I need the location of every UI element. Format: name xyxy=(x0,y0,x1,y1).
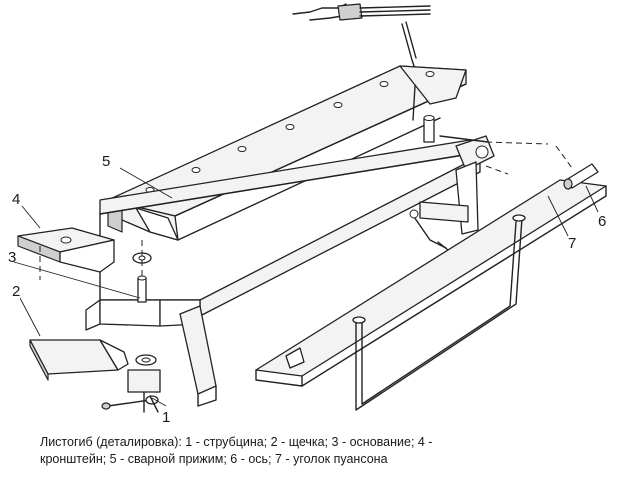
part-4-bracket xyxy=(17,227,115,280)
caption-line-1: Листогиб (деталировка): 1 - струбцина; 2… xyxy=(40,435,433,449)
part-7-punch-angle xyxy=(255,179,607,387)
caption-line-2: кронштейн; 5 - сварной прижим; 6 - ось; … xyxy=(40,452,388,466)
figure-caption: Листогиб (деталировка): 1 - струбцина; 2… xyxy=(40,434,600,468)
hinge-block xyxy=(409,135,495,251)
part-2-cheek xyxy=(29,339,129,381)
label-part-6: 6 xyxy=(598,213,606,230)
washer-bolt-upper xyxy=(132,240,152,303)
part-1-g-clamp xyxy=(101,354,161,413)
part-3-base xyxy=(85,139,481,407)
label-part-1: 1 xyxy=(162,409,170,426)
dashed-guide-lines xyxy=(485,141,573,175)
label-part-4: 4 xyxy=(12,191,20,208)
leader-lines xyxy=(13,167,599,407)
label-part-5: 5 xyxy=(102,153,110,170)
u-handle xyxy=(352,214,526,411)
label-part-2: 2 xyxy=(12,283,20,300)
part-6-axis xyxy=(563,163,599,190)
label-part-7: 7 xyxy=(568,235,576,252)
label-part-3: 3 xyxy=(8,249,16,266)
clamp-holes xyxy=(145,71,435,193)
pivot-bolt xyxy=(423,115,435,143)
